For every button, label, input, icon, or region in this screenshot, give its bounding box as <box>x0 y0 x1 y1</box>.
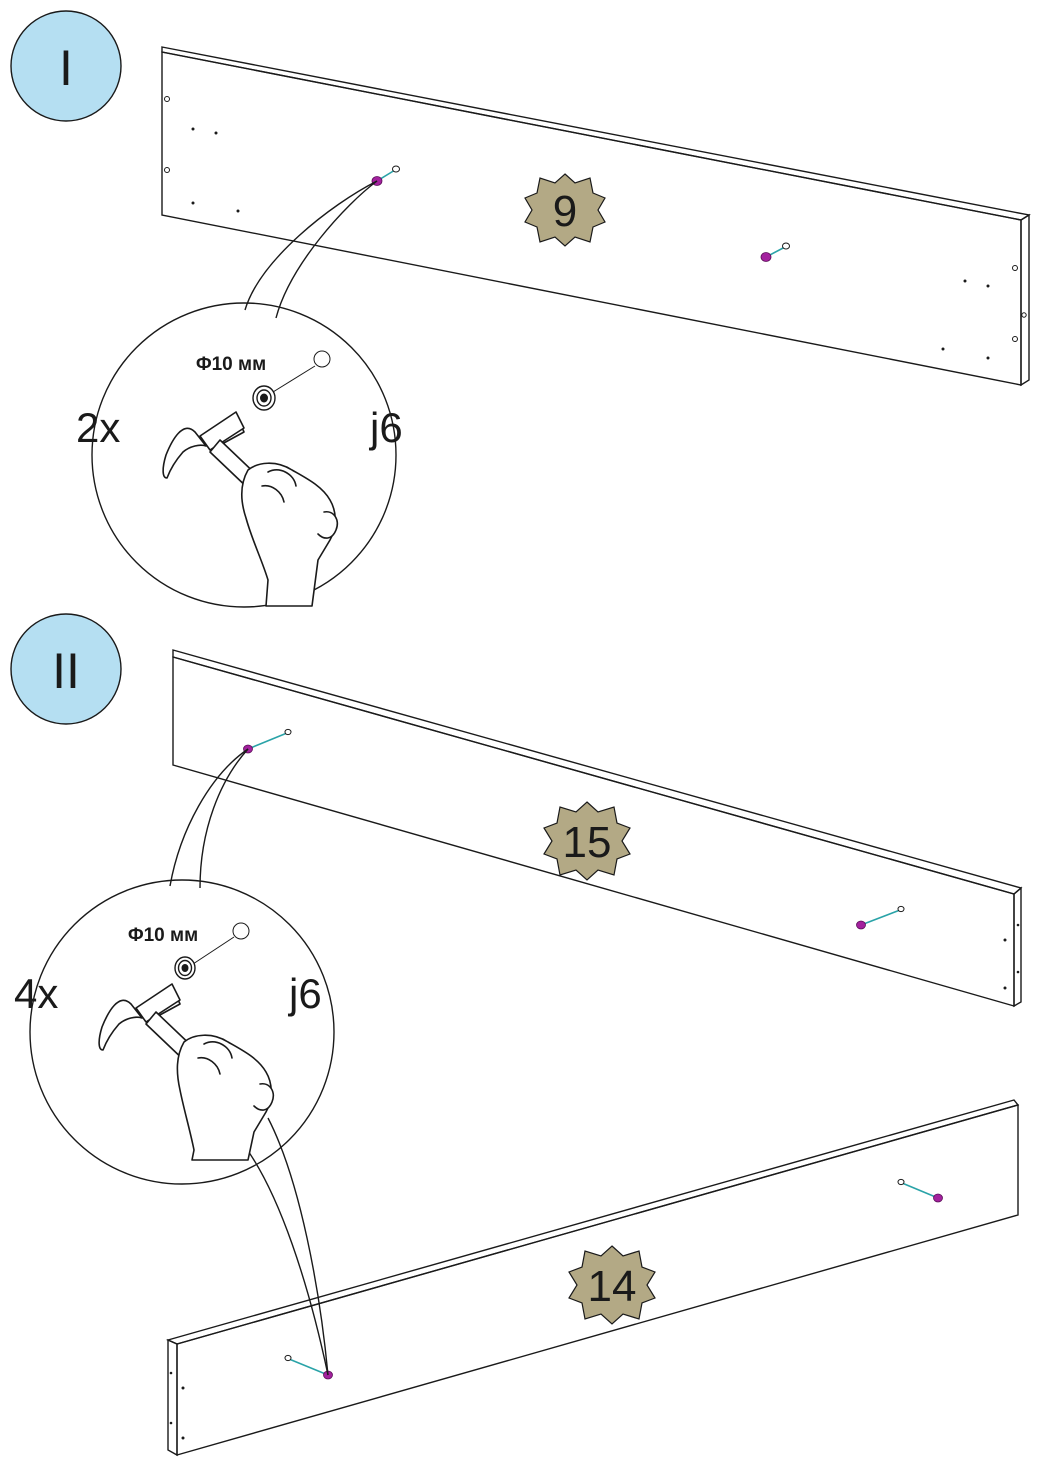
hammer-icon <box>162 411 339 607</box>
step-2-number: II <box>52 643 80 699</box>
part-code-label: j6 <box>287 970 322 1017</box>
quantity-label: 4x <box>14 970 58 1017</box>
part-badge-14 <box>568 1245 656 1325</box>
step-1-badge <box>10 10 122 122</box>
diameter-label: Φ10 мм <box>196 354 266 375</box>
dowel-icon <box>856 920 866 930</box>
dowel-icon <box>933 1193 943 1203</box>
dowel-icon <box>760 252 772 262</box>
dowel-icon <box>252 385 276 411</box>
part-label-9: 9 <box>553 187 577 236</box>
diameter-label: Φ10 мм <box>128 925 198 946</box>
part-code-label: j6 <box>368 404 403 451</box>
part-badge-9 <box>524 173 606 247</box>
step-1-number: I <box>59 40 73 96</box>
hammer-icon <box>98 983 275 1161</box>
quantity-label: 2x <box>76 404 120 451</box>
step-2: II 15 <box>10 613 1023 1457</box>
dowel-icon <box>174 956 196 980</box>
step-2-badge <box>10 613 122 725</box>
part-label-15: 15 <box>563 818 612 867</box>
step-1: I 9 <box>10 10 1031 608</box>
detail-callout-1: 2x j6 Φ10 мм <box>76 302 403 608</box>
panel-15: 15 <box>172 649 1023 1008</box>
panel-9: 9 <box>161 46 1031 387</box>
part-label-14: 14 <box>588 1262 637 1311</box>
part-badge-15 <box>543 801 631 881</box>
detail-callout-2: 4x j6 Φ10 мм <box>14 879 335 1185</box>
panel-14: 14 <box>165 1099 1020 1457</box>
